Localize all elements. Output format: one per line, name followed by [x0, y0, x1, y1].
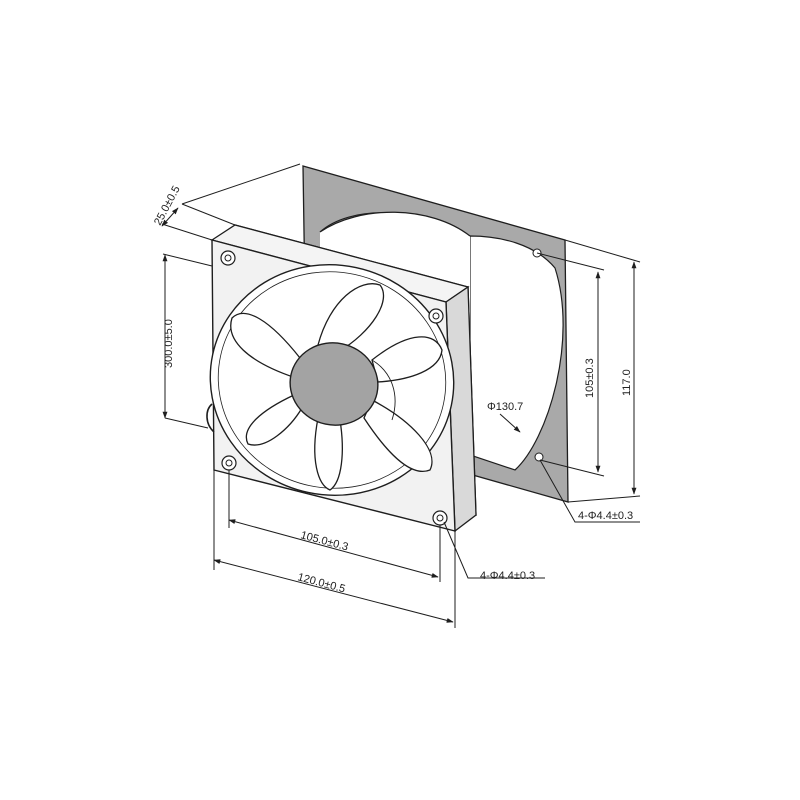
blade-6 [245, 394, 303, 446]
blade-4 [363, 399, 433, 472]
blade-5 [314, 417, 343, 491]
frame-hole-top-left-icon [220, 250, 236, 266]
fan-blades [230, 283, 443, 491]
label-plate-height: 117.0 [621, 369, 633, 396]
label-hole-spacing-bottom: 105.0±0.3 [299, 529, 349, 553]
plate-hole-bottom-icon [534, 452, 544, 462]
dimension-lines [161, 163, 641, 628]
frame-hole-top-right-icon [428, 308, 444, 324]
blade-3 [371, 336, 443, 383]
fan-hub [289, 342, 379, 426]
label-cutout-diameter: Φ130.7 [487, 401, 523, 413]
label-cable-length: 300.0±5.0 [163, 319, 175, 368]
label-hole-spacing-side: 105±0.3 [584, 358, 596, 398]
label-width-overall: 120.0±0.5 [296, 571, 346, 595]
fan-cable [206, 403, 215, 433]
label-back-holes: 4-Φ4.4±0.3 [578, 510, 633, 522]
blade-2 [317, 283, 385, 353]
blade-1 [230, 312, 301, 379]
frame-hole-bottom-left-icon [221, 455, 237, 471]
plate-cutout [469, 235, 564, 471]
label-front-holes: 4-Φ4.4±0.3 [480, 570, 535, 582]
label-thickness: 25.0±0.5 [152, 184, 183, 227]
